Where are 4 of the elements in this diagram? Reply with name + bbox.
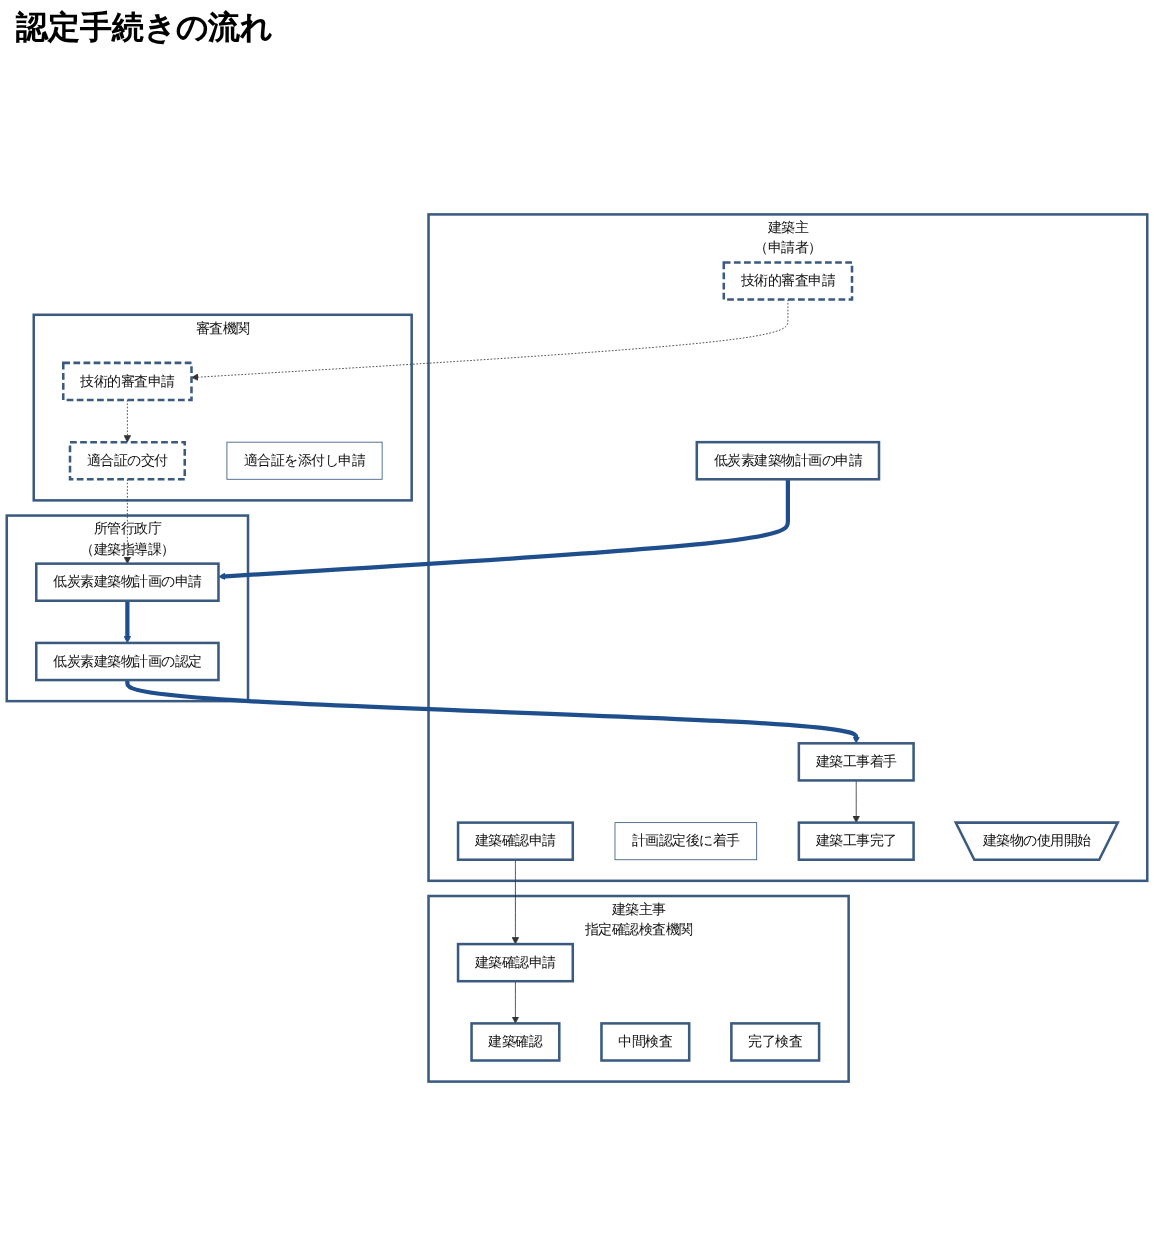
diagram-title: 認定手続きの流れ bbox=[16, 8, 274, 50]
arrow bbox=[125, 679, 860, 744]
arrow bbox=[123, 600, 132, 644]
arrow bbox=[218, 479, 790, 581]
